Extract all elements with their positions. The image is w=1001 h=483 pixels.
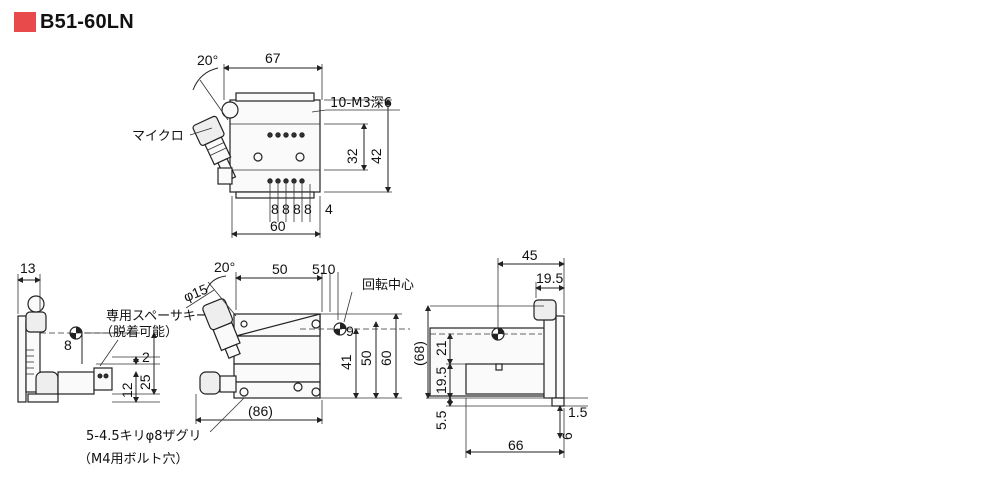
dim-45: 45 — [522, 247, 538, 263]
pitch-2: 8 — [282, 201, 290, 217]
top-angle-label: 20° — [197, 52, 218, 68]
title-block: B51-60LN — [14, 10, 134, 34]
dim-9: 9 — [346, 323, 354, 339]
front-micrometer — [202, 298, 241, 359]
dim-60-vertical: 60 — [378, 350, 394, 366]
top-stage-body — [229, 99, 321, 193]
top-lock — [217, 167, 233, 185]
title-color-swatch — [14, 12, 36, 32]
right-knob — [533, 299, 557, 321]
bolt-hole-label: 5-4.5キリφ8ザグリ — [86, 429, 201, 444]
dim-21: 21 — [433, 340, 449, 356]
dim-41: 41 — [338, 354, 354, 370]
left-side-view: 13 専用スペーサキー （脱着可能） 8 2 25 12 — [17, 260, 209, 403]
front-angle-label: 20° — [214, 259, 235, 275]
bolt-hole-note: （M4用ボルト穴） — [78, 452, 189, 467]
right-side-view: 45 19.5 (68) 21 19.5 5.5 1.5 6 66 — [411, 247, 588, 458]
micrometer-label: マイクロ — [132, 129, 184, 144]
front-view: 20° φ15 50 510 回転中心 9 41 50 60 (86) 5-4.… — [78, 259, 414, 467]
right-plate — [555, 315, 565, 399]
dim-8: 8 — [64, 337, 72, 353]
top-knob-icon — [221, 101, 239, 119]
dim-60: 60 — [270, 218, 286, 234]
front-dim-50: 50 — [272, 261, 288, 277]
dim-32: 32 — [344, 148, 360, 164]
pitch-3: 8 — [293, 201, 301, 217]
pitch-1: 8 — [271, 201, 279, 217]
dim-19-5: 19.5 — [433, 367, 449, 394]
dim-4: 4 — [325, 201, 333, 217]
top-stage-rail-bottom — [235, 191, 315, 199]
left-spindle — [57, 371, 95, 395]
left-knob-top — [25, 311, 47, 333]
pitch-4: 8 — [304, 201, 312, 217]
spacer-key-note: （脱着可能） — [100, 324, 178, 340]
top-view: 20° 67 10-M3深6 マイクロ 32 42 8 8 8 8 4 60 — [132, 50, 400, 238]
dim-66: 66 — [508, 437, 524, 453]
dim-1-5: 1.5 — [568, 404, 588, 420]
right-middle-block — [465, 363, 551, 395]
left-spacer-key — [93, 367, 113, 391]
left-micrometer-head — [27, 295, 45, 313]
front-middle-stage — [233, 363, 321, 383]
dim-42: 42 — [368, 148, 384, 164]
dim-50-vertical: 50 — [358, 350, 374, 366]
dim-86: (86) — [248, 403, 273, 419]
dim-19-5-top: 19.5 — [536, 270, 563, 286]
dim-2: 2 — [142, 349, 150, 365]
top-stage-rail — [235, 92, 315, 102]
dim-25: 25 — [137, 374, 153, 390]
left-base — [27, 393, 59, 403]
front-knob — [199, 371, 221, 395]
model-title: B51-60LN — [40, 10, 134, 33]
tap-hole-label: 10-M3深6 — [330, 96, 392, 111]
phi15-label: φ15 — [181, 281, 210, 305]
dim-6: 6 — [559, 432, 575, 440]
left-plate — [17, 315, 27, 403]
front-dim-510: 510 — [312, 261, 336, 277]
top-width-dim: 67 — [265, 50, 281, 66]
spacer-key-label: 専用スペーサキー — [106, 309, 209, 324]
left-rack — [26, 349, 34, 375]
dim-12: 12 — [119, 382, 135, 398]
dim-68: (68) — [411, 341, 427, 366]
dim-13: 13 — [20, 260, 36, 276]
rotation-center-label: 回転中心 — [362, 278, 414, 293]
top-tap-holes — [253, 132, 305, 184]
dim-5-5: 5.5 — [433, 410, 449, 430]
